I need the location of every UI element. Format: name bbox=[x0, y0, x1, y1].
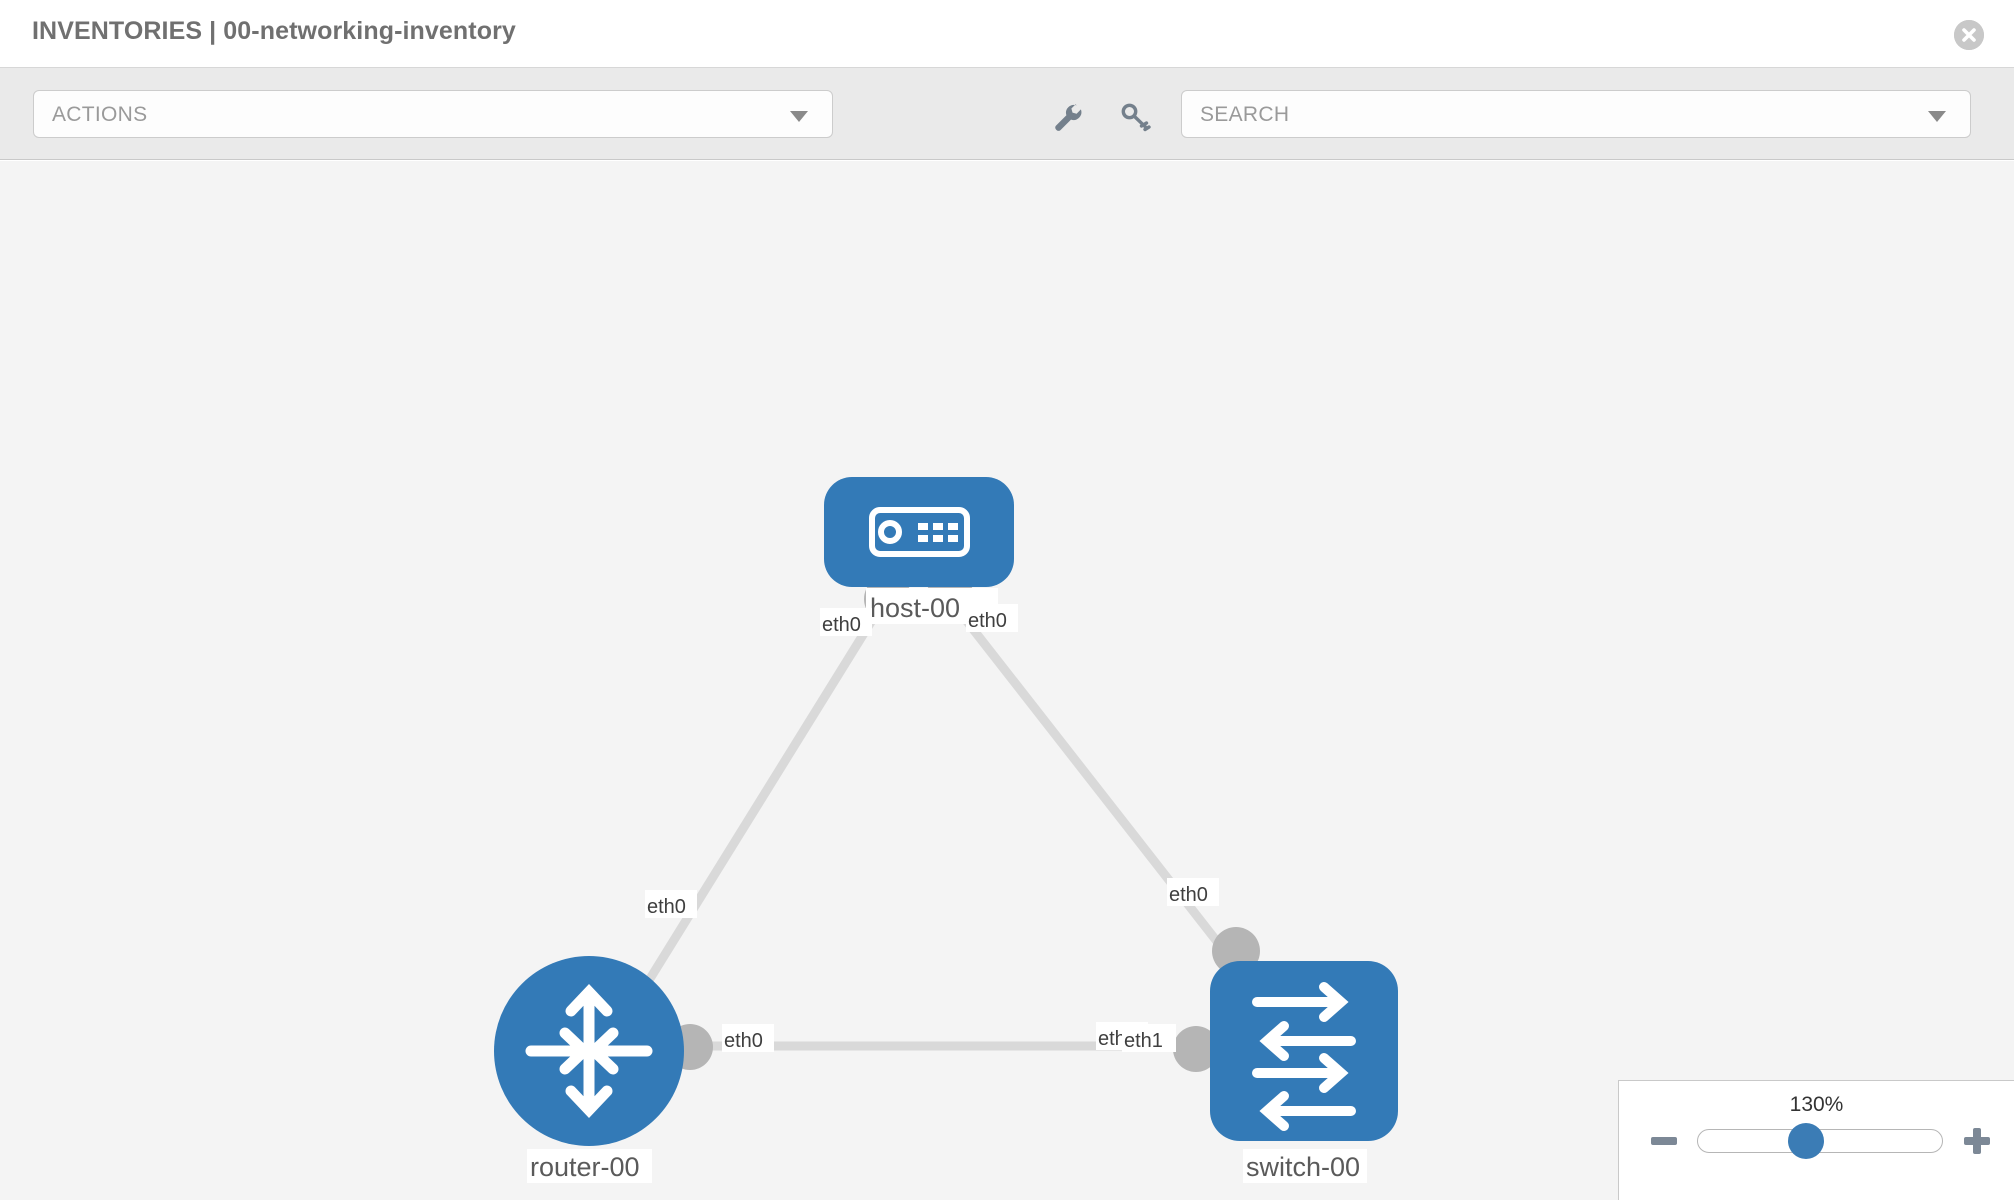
switch-label-bg bbox=[1243, 1149, 1367, 1183]
edge-label-router00-eth0: eth0 bbox=[724, 1030, 763, 1052]
actions-dropdown-label: ACTIONS bbox=[52, 103, 148, 126]
edge-label-host00-right: eth0 bbox=[968, 610, 1007, 632]
topology-links bbox=[621, 598, 1244, 1051]
edge-label-bg bbox=[820, 608, 872, 636]
topology-ports bbox=[667, 573, 1260, 1072]
zoom-in-button[interactable] bbox=[1964, 1137, 1990, 1145]
port-switch00-left[interactable] bbox=[1173, 1026, 1219, 1072]
wrench-glyph bbox=[1055, 104, 1082, 131]
node-label-router-00: router-00 bbox=[530, 1152, 640, 1182]
node-switch-00[interactable]: switch-00 bbox=[1210, 961, 1398, 1183]
topology-edge-labels: eth0 eth0 eth0 eth0 eth0 eth eth1 bbox=[645, 604, 1219, 1052]
edge-label-router00-uplink: eth0 bbox=[647, 896, 686, 918]
host-node-shape[interactable] bbox=[824, 477, 1014, 587]
node-label-switch-00: switch-00 bbox=[1246, 1152, 1360, 1182]
topology-graph: host-00 bbox=[494, 477, 1398, 1183]
wrench-icon[interactable] bbox=[1047, 96, 1087, 136]
edge-label-bg bbox=[1167, 878, 1219, 906]
topology-toolbar: ACTIONS SEARCH bbox=[0, 68, 2014, 160]
search-placeholder: SEARCH bbox=[1200, 103, 1290, 126]
node-label-host-00: host-00 bbox=[870, 593, 960, 623]
node-host-00[interactable]: host-00 bbox=[824, 477, 1014, 624]
zoom-control-panel: 130% bbox=[1618, 1080, 2014, 1200]
search-input[interactable]: SEARCH bbox=[1181, 90, 1971, 138]
router-label-bg bbox=[527, 1149, 652, 1183]
switch-icon bbox=[1252, 982, 1356, 1131]
link-host00-switch00[interactable] bbox=[947, 598, 1244, 974]
link-host00-router00[interactable] bbox=[621, 598, 888, 1022]
edge-label-switch00-eth0-occluded: eth bbox=[1098, 1028, 1126, 1050]
key-glyph bbox=[1121, 103, 1151, 132]
close-icon[interactable] bbox=[1954, 20, 1984, 50]
page-header: INVENTORIES | 00-networking-inventory bbox=[0, 0, 2014, 68]
edge-label-bg bbox=[966, 604, 1018, 632]
zoom-percent-label: 130% bbox=[1789, 1093, 1844, 1116]
router-icon bbox=[525, 984, 653, 1118]
edge-label-switch00-uplink: eth0 bbox=[1169, 884, 1208, 906]
zoom-out-button[interactable] bbox=[1651, 1137, 1677, 1145]
close-glyph bbox=[1954, 20, 1984, 50]
edge-label-bg bbox=[722, 1024, 774, 1052]
edge-label-bg bbox=[1122, 1024, 1176, 1052]
edge-label-host00-left: eth0 bbox=[822, 614, 861, 636]
page-title: INVENTORIES | 00-networking-inventory bbox=[32, 17, 516, 45]
topology-canvas[interactable]: host-00 bbox=[0, 161, 2014, 1200]
edge-label-bg bbox=[645, 890, 697, 918]
edge-label-switch00-eth1: eth1 bbox=[1124, 1030, 1163, 1052]
chevron-down-icon bbox=[790, 111, 808, 122]
key-icon[interactable] bbox=[1115, 96, 1155, 136]
actions-dropdown[interactable]: ACTIONS bbox=[33, 90, 833, 138]
chevron-down-icon[interactable] bbox=[1928, 111, 1946, 122]
node-router-00[interactable]: router-00 bbox=[494, 956, 684, 1183]
zoom-slider-thumb[interactable] bbox=[1788, 1123, 1824, 1159]
server-icon bbox=[869, 507, 970, 557]
